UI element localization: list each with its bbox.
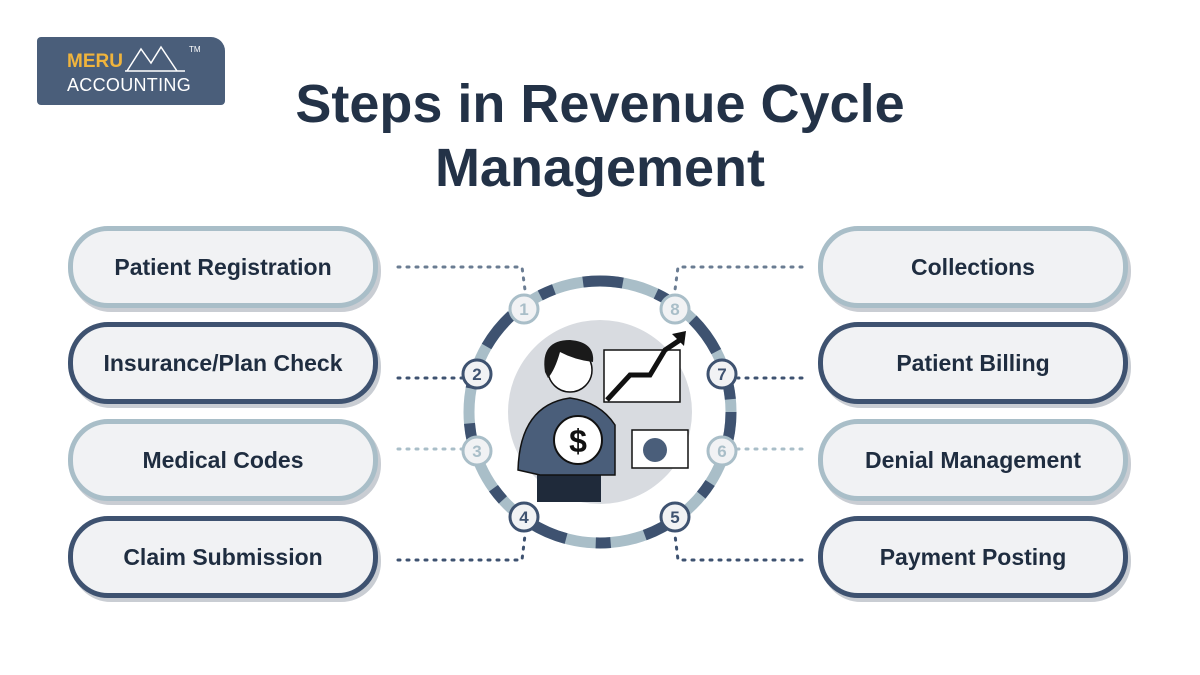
logo-sub: ACCOUNTING [67,75,191,95]
person-illustration: $ [517,331,689,502]
logo-brand: MERU [67,51,123,72]
badge-5: 5 [670,508,679,527]
step-patient-billing: Patient Billing [818,322,1128,404]
illustration-bg [508,320,692,504]
badge-2: 2 [472,365,481,384]
pie-chart-icon [631,429,689,469]
title-line-1: Steps in Revenue Cycle [295,74,905,134]
chart-window-icon [603,349,681,403]
badge-1: 1 [519,300,528,319]
step-patient-registration: Patient Registration [68,226,378,308]
badge-4: 4 [519,508,529,527]
cycle-ring [463,275,737,549]
cycle-ring-dashes [463,275,737,549]
title-line-2: Management [434,138,766,198]
badge-8: 8 [670,300,679,319]
connector-lines [396,265,804,562]
badge-7: 7 [717,365,726,384]
step-claim-submission: Claim Submission [68,516,378,598]
svg-text:$: $ [569,423,587,459]
dollar-coin-icon [553,415,603,465]
step-medical-codes: Medical Codes [68,419,378,501]
badge-3: 3 [472,442,481,461]
mountain-icon [125,45,185,72]
step-number-badges: 1 2 3 4 8 7 6 5 [461,293,738,533]
page-title: Steps in Revenue Cycle Management [0,72,1200,200]
step-insurance-check: Insurance/Plan Check [68,322,378,404]
step-payment-posting: Payment Posting [818,516,1128,598]
badge-6: 6 [717,442,726,461]
logo: MERU TM ACCOUNTING [37,37,225,105]
step-collections: Collections [818,226,1128,308]
logo-tm: TM [189,45,201,54]
step-denial-management: Denial Management [818,419,1128,501]
